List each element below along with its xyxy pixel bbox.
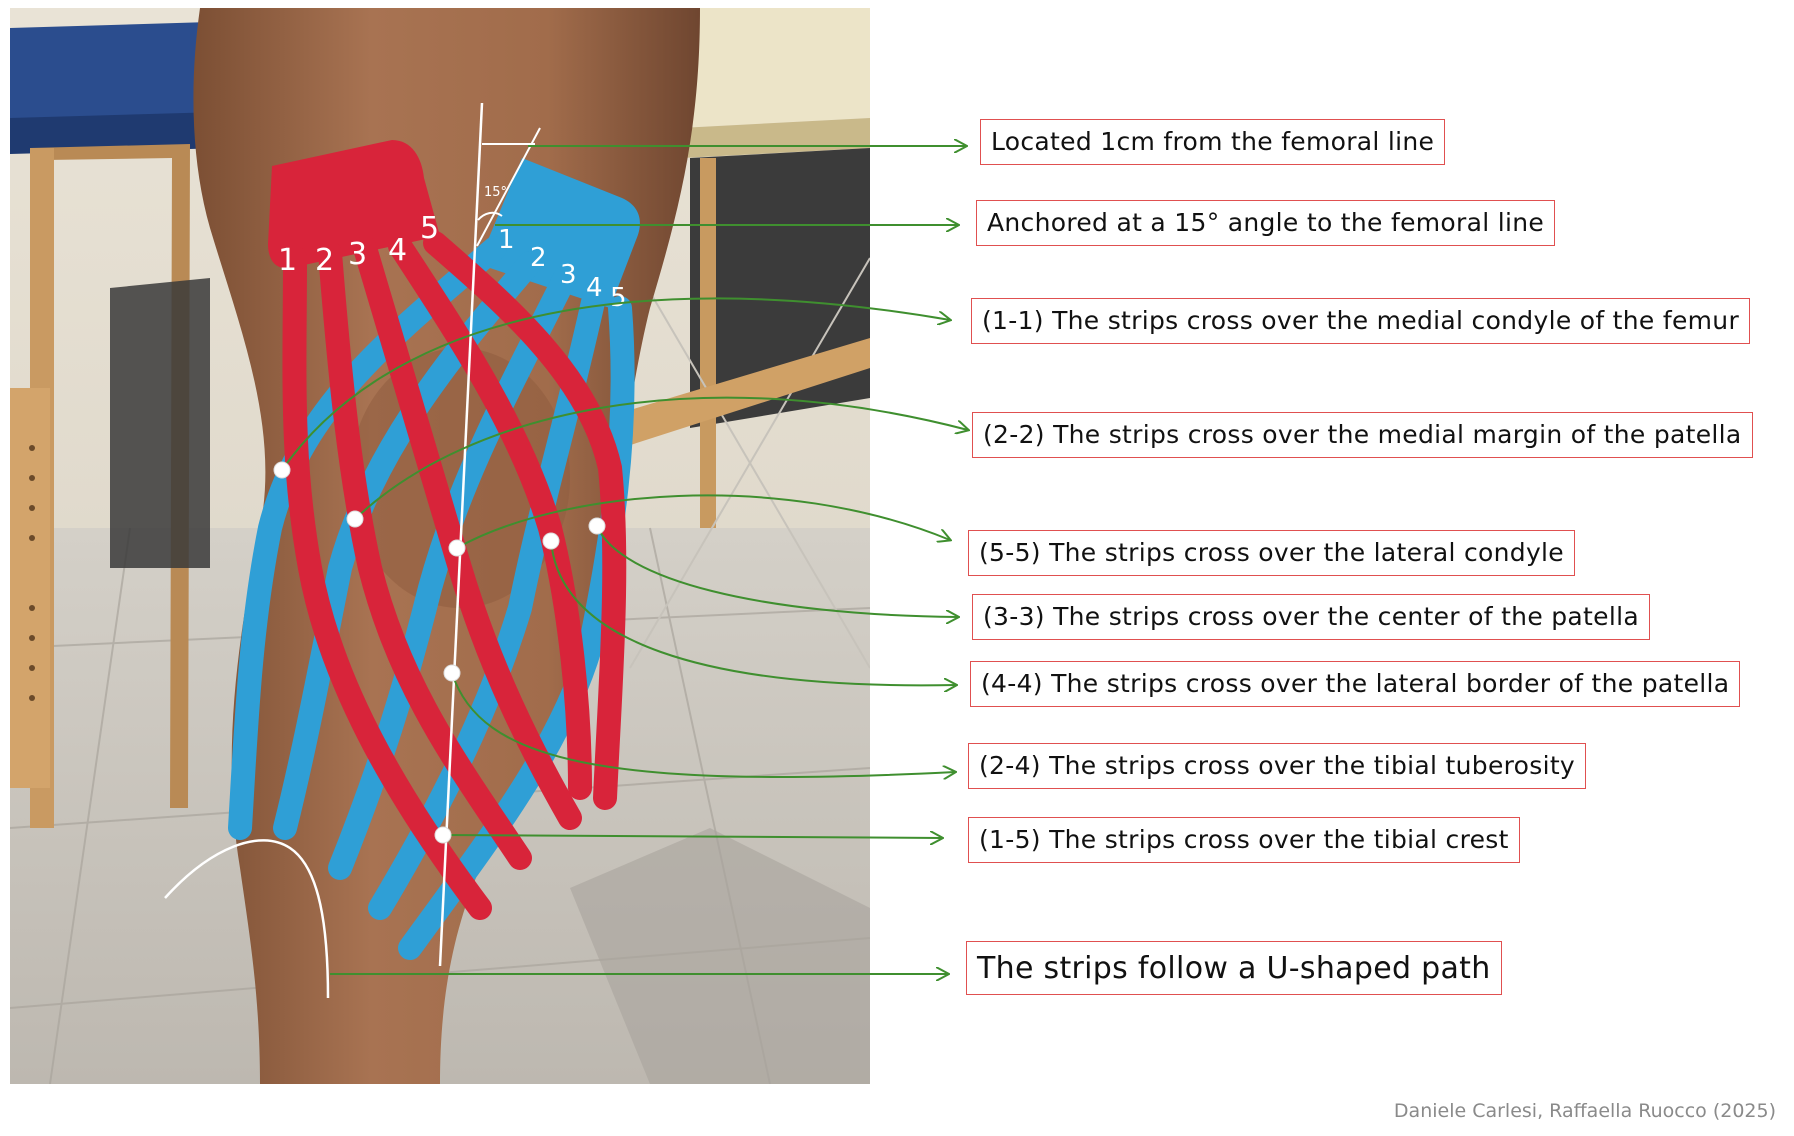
- crossing-point-3-3: [448, 539, 466, 557]
- angle-arc: [477, 211, 503, 221]
- arrow-cross-2-4: [451, 672, 955, 777]
- red-strip-number-3: 3: [348, 237, 367, 272]
- crossing-point-1-5: [434, 826, 452, 844]
- femoral-line: [438, 102, 484, 967]
- table-edge-right: [680, 118, 870, 158]
- red-strip-number-1: 1: [278, 243, 297, 278]
- blue-strip-numbers: 1 2 3 4 5: [498, 225, 627, 313]
- crossing-point-4-4: [542, 532, 560, 550]
- crossing-point-1-1: [273, 461, 291, 479]
- red-strip-number-5: 5: [420, 211, 439, 246]
- callout-cross-5-5: (5-5) The strips cross over the lateral …: [968, 530, 1575, 576]
- knee-photo: 15° 1 2 3 4 5 1 2 3 4 5: [10, 8, 870, 1084]
- connector-arrows: [281, 146, 968, 974]
- table-edge-left: [10, 112, 225, 154]
- arrow-cross-1-1: [281, 297, 950, 471]
- callout-u-shaped-path: The strips follow a U-shaped path: [966, 941, 1502, 995]
- arrow-cross-1-5: [442, 835, 942, 838]
- arrow-cross-2-2: [354, 396, 968, 520]
- red-strip-number-4: 4: [388, 233, 407, 268]
- callout-cross-4-4: (4-4) The strips cross over the lateral …: [970, 661, 1741, 707]
- u-shaped-path-line: [164, 839, 330, 999]
- callout-cross-1-5: (1-5) The strips cross over the tibial c…: [968, 817, 1520, 863]
- table-leg-right: [700, 158, 716, 528]
- callout-cross-2-2: (2-2) The strips cross over the medial m…: [972, 412, 1753, 458]
- angle-label: 15°: [484, 185, 507, 200]
- table-holes: [29, 445, 35, 701]
- crossing-point-5-5: [588, 517, 606, 535]
- blue-strip-number-2: 2: [530, 243, 547, 273]
- callout-cross-2-4: (2-4) The strips cross over the tibial t…: [968, 743, 1587, 789]
- blue-strip-number-1: 1: [498, 225, 515, 255]
- credit-line: Daniele Carlesi, Raffaella Ruocco (2025): [1393, 1100, 1776, 1122]
- blue-strip-number-4: 4: [586, 273, 603, 303]
- callout-cross-3-3: (3-3) The strips cross over the center o…: [972, 594, 1650, 640]
- crossing-point-2-2: [346, 510, 364, 528]
- blue-strip-number-3: 3: [560, 260, 577, 290]
- red-strip-numbers: 1 2 3 4 5: [278, 211, 439, 278]
- blue-strip-number-5: 5: [610, 283, 627, 313]
- crossing-points: [273, 461, 606, 844]
- table-top-left: [10, 22, 220, 134]
- callout-cross-1-1: (1-1) The strips cross over the medial c…: [971, 298, 1751, 344]
- arrow-cross-4-4: [550, 540, 956, 685]
- table-cables: [629, 257, 870, 669]
- table-post-left: [10, 388, 50, 788]
- anchor-angle-line: [476, 127, 541, 247]
- arrow-cross-5-5: [456, 494, 950, 549]
- knee-photo-drawing: 15° 1 2 3 4 5 1 2 3 4 5: [10, 8, 870, 1084]
- callout-anchor-angle: Anchored at a 15° angle to the femoral l…: [976, 200, 1556, 246]
- callout-femoral-line-distance: Located 1cm from the femoral line: [980, 119, 1446, 165]
- table-dark-panel: [110, 278, 210, 568]
- crossing-point-2-4: [443, 664, 461, 682]
- arrow-cross-3-3: [596, 525, 958, 617]
- table-top-right: [670, 8, 870, 128]
- red-strip-number-2: 2: [315, 243, 334, 278]
- floor-shadow: [570, 828, 870, 1084]
